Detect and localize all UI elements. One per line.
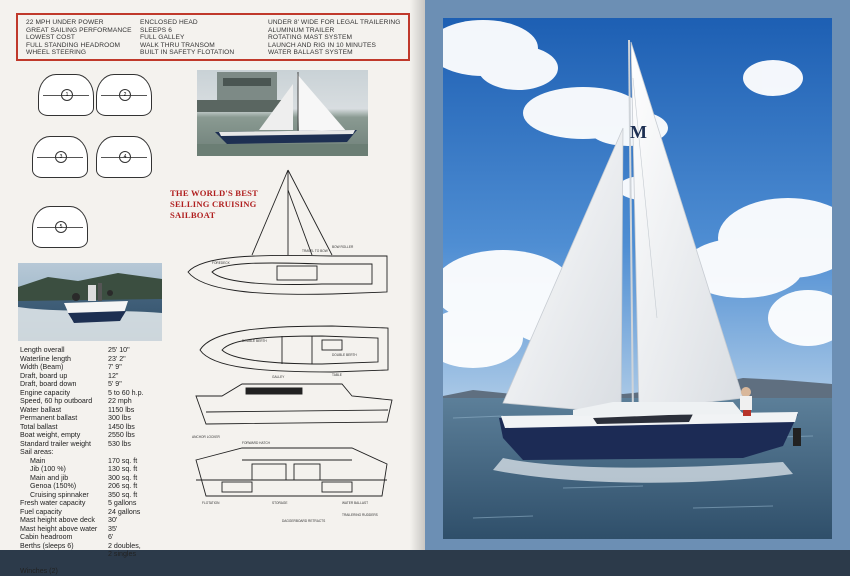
- spec-row: 2 singles: [108, 550, 136, 558]
- svg-text:FORWARD HATCH: FORWARD HATCH: [242, 441, 271, 445]
- page-fold: [410, 0, 425, 550]
- svg-text:STORAGE: STORAGE: [272, 501, 288, 505]
- feature-item: GREAT SAILING PERFORMANCE: [26, 26, 132, 34]
- slogan-line: SELLING CRUISING: [170, 199, 257, 209]
- feature-item: LAUNCH AND RIG IN 10 MINUTES: [268, 41, 376, 49]
- feature-item: LOWEST COST: [26, 34, 75, 42]
- boat-on-trailer-photo: [197, 70, 368, 156]
- slogan-line: THE WORLD'S BEST: [170, 188, 259, 198]
- features-column-3: UNDER 8' WIDE FOR LEGAL TRAILERING ALUMI…: [268, 19, 401, 57]
- boat-line-drawings: TRAVEL TO BOW BOW ROLLER FOREDECK DOUBLE…: [187, 169, 393, 523]
- layout-plan: 4: [96, 136, 152, 178]
- layout-plan: 3: [32, 136, 88, 178]
- slogan: THE WORLD'S BEST SELLING CRUISING SAILBO…: [170, 188, 258, 221]
- feature-item: WATER BALLAST SYSTEM: [268, 49, 353, 57]
- svg-text:DOUBLE BERTH: DOUBLE BERTH: [332, 353, 357, 357]
- spec-row: Winches (2): [20, 567, 58, 575]
- spec-row: Genoa (150%)206 sq. ft: [30, 482, 138, 490]
- svg-text:ANCHOR LOCKER: ANCHOR LOCKER: [192, 435, 221, 439]
- slogan-line: SAILBOAT: [170, 210, 216, 220]
- spec-row: Sail areas:: [20, 448, 54, 456]
- spec-row: Width (Beam)7' 9": [20, 363, 122, 371]
- svg-text:DOUBLE BERTH: DOUBLE BERTH: [242, 339, 267, 343]
- svg-text:FLOTATION: FLOTATION: [202, 501, 220, 505]
- spec-row: Berths (sleeps 6)2 doubles,: [20, 541, 141, 550]
- left-page: 22 MPH UNDER POWER GREAT SAILING PERFORM…: [0, 0, 425, 575]
- feature-item: SLEEPS 6: [140, 26, 172, 34]
- sailboat-photo: M: [443, 18, 832, 539]
- svg-text:TABLE: TABLE: [332, 373, 342, 377]
- features-column-1: 22 MPH UNDER POWER GREAT SAILING PERFORM…: [26, 19, 132, 57]
- feature-item: WALK THRU TRANSOM: [140, 41, 215, 49]
- feature-item: ENCLOSED HEAD: [140, 19, 198, 26]
- feature-item: WHEEL STEERING: [26, 49, 87, 57]
- cabin-layout-plans: 1 2 3 4 5: [28, 70, 168, 256]
- svg-text:TRAVEL TO BOW: TRAVEL TO BOW: [302, 249, 328, 253]
- svg-text:DAGGERBOARD RETRACTS: DAGGERBOARD RETRACTS: [282, 519, 325, 523]
- feature-item: 22 MPH UNDER POWER: [26, 19, 104, 26]
- features-column-2: ENCLOSED HEAD SLEEPS 6 FULL GALLEY WALK …: [140, 19, 234, 57]
- feature-item: BUILT IN SAFETY FLOTATION: [140, 49, 235, 57]
- svg-text:TRAILERING RUDDERS: TRAILERING RUDDERS: [342, 513, 378, 517]
- svg-text:WATER BALLAST: WATER BALLAST: [342, 501, 368, 505]
- layout-plan: 5: [32, 206, 88, 248]
- boat-motoring-photo: [18, 263, 162, 341]
- features-box: 22 MPH UNDER POWER GREAT SAILING PERFORM…: [16, 13, 410, 61]
- svg-text:GALLEY: GALLEY: [272, 375, 285, 379]
- feature-item: ROTATING MAST SYSTEM: [268, 34, 353, 42]
- layout-plan: 1: [38, 74, 94, 116]
- svg-text:BOW ROLLER: BOW ROLLER: [332, 245, 354, 249]
- feature-item: UNDER 8' WIDE FOR LEGAL TRAILERING: [268, 19, 401, 26]
- layout-plan: 2: [96, 74, 152, 116]
- spec-row: Jib (100 %)130 sq. ft: [30, 465, 138, 473]
- feature-item: FULL GALLEY: [140, 34, 185, 42]
- feature-item: FULL STANDING HEADROOM: [26, 41, 121, 49]
- sail-logo: M: [630, 122, 647, 142]
- feature-item: ALUMINUM TRAILER: [268, 26, 335, 34]
- svg-text:FOREDECK: FOREDECK: [212, 261, 231, 265]
- spec-row: [20, 559, 144, 568]
